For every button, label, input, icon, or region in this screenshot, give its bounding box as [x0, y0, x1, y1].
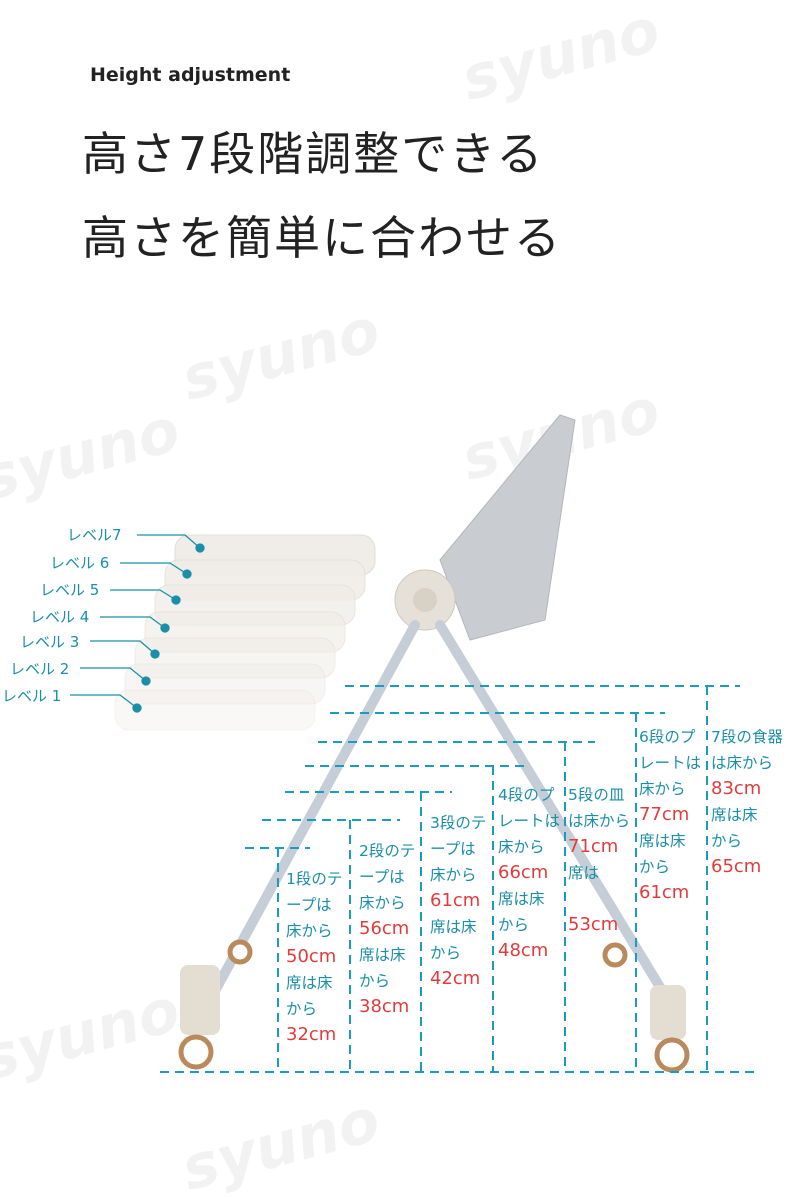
measurement-label: レートは [639, 754, 702, 772]
measurement-label: 4段のプ [498, 786, 555, 804]
measurement-value: 50cm [286, 946, 337, 967]
measurement-label: から [430, 944, 462, 962]
measurement-label: ープは [430, 840, 476, 858]
measurement-label: ープは [286, 896, 332, 914]
measurement-label: 席は床 [498, 890, 545, 908]
measurement-label: から [286, 1000, 318, 1018]
measurement-value: 38cm [359, 996, 410, 1017]
measurement-label: 5段の皿 [568, 786, 625, 804]
level-6-label: レベル 6 [50, 554, 110, 572]
measurement-value: 77cm [639, 804, 690, 825]
title-line-1: 高さ7段階調整できる [82, 127, 545, 181]
measurement-label: 床から [359, 894, 406, 912]
measurement-label: から [498, 916, 530, 934]
measurement-label: 7段の食器 [711, 728, 783, 746]
level-4-label: レベル 4 [30, 608, 90, 626]
level-3-label: レベル 3 [20, 633, 80, 651]
measurement-label: は床から [568, 812, 631, 830]
level-2-label: レベル 2 [10, 660, 70, 678]
measurement-label: 3段のテ [430, 814, 487, 832]
height-column-1: 1段のテープは床から 50cm 席は床から 32cm [286, 866, 342, 1048]
measurement-value: 42cm [430, 968, 481, 989]
measurement-value: 71cm [568, 836, 619, 857]
height-column-3: 3段のテープは床から 61cm 席は床から 42cm [430, 810, 486, 992]
measurement-value: 48cm [498, 940, 549, 961]
level-7-label: レベル7 [67, 526, 122, 544]
title-line-2: 高さを簡単に合わせる [82, 211, 562, 265]
measurement-value: 61cm [430, 890, 481, 911]
height-column-6: 6段のプレートは床から 77cm 席は床から 61cm [639, 724, 701, 906]
height-column-7: 7段の食器は床から 83cm 席は床から 65cm [711, 724, 783, 880]
measurement-value: 66cm [498, 862, 549, 883]
measurement-label: 床から [286, 922, 333, 940]
measurement-value: 56cm [359, 918, 410, 939]
measurement-label: 席は床 [430, 918, 477, 936]
measurement-value: 61cm [639, 882, 690, 903]
measurement-label: レートは [498, 812, 561, 830]
measurement-label: 1段のテ [286, 870, 343, 888]
measurement-label: から [359, 972, 391, 990]
measurement-label: 席は床 [286, 974, 333, 992]
measurement-label: ープは [359, 868, 405, 886]
height-column-4: 4段のプレートは床から 66cm 席は床から 48cm [498, 782, 560, 964]
measurement-label: 席は床 [711, 806, 758, 824]
measurement-label: は床から [711, 754, 774, 772]
measurement-label: から [711, 832, 743, 850]
measurement-value: 32cm [286, 1024, 337, 1045]
measurement-label: 床から [430, 866, 477, 884]
measurement-value: 53cm [568, 914, 619, 935]
measurement-label: 床から [498, 838, 545, 856]
measurement-value: 83cm [711, 778, 762, 799]
measurement-label: 床から [639, 780, 686, 798]
measurement-label [568, 886, 630, 912]
height-column-2: 2段のテープは床から 56cm 席は床から 38cm [359, 838, 415, 1020]
level-1-label: レベル 1 [2, 687, 62, 705]
measurement-value: 65cm [711, 856, 762, 877]
subtitle: Height adjustment [90, 64, 291, 86]
measurement-label: から [639, 858, 671, 876]
measurement-label: 席は床 [639, 832, 686, 850]
measurement-label: 席は [568, 864, 600, 882]
measurement-label: 6段のプ [639, 728, 696, 746]
measurement-label: 席は床 [359, 946, 406, 964]
height-column-5: 5段の皿は床から 71cm 席は 53cm [568, 782, 630, 938]
measurement-label: 2段のテ [359, 842, 416, 860]
level-5-label: レベル 5 [40, 581, 100, 599]
